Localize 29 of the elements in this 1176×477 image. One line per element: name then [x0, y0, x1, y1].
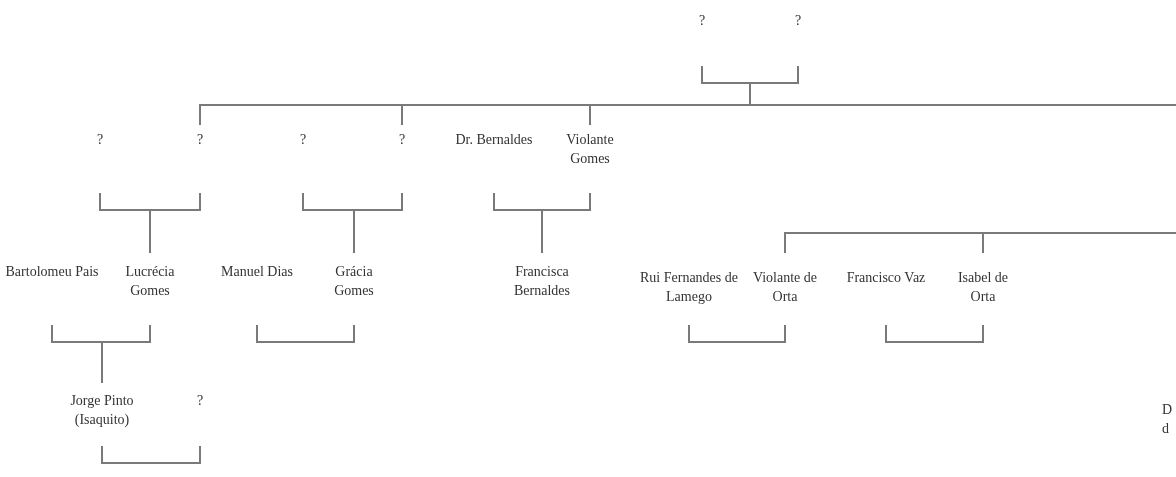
family-line	[101, 445, 201, 464]
person-name: Jorge Pinto (Isaquito)	[69, 392, 135, 429]
person-name: D d	[1162, 401, 1174, 438]
person-name: Lucrécia Gomes	[124, 263, 176, 300]
person-name: ?	[698, 12, 706, 30]
person-name: Grácia Gomes	[333, 263, 375, 300]
person-name: ?	[96, 131, 104, 149]
person-name: Manuel Dias	[221, 263, 293, 281]
family-line	[353, 192, 403, 254]
family-line	[885, 324, 984, 343]
person-name: Dr. Bernaldes	[455, 131, 533, 149]
person-name: ?	[299, 131, 307, 149]
family-line	[982, 232, 1176, 254]
person-name: ?	[196, 392, 204, 410]
person-name: Bartolomeu Pais	[5, 263, 99, 281]
person-name: Violante de Orta	[751, 269, 819, 306]
person-name: Francisca Bernaldes	[513, 263, 571, 300]
person-name: Isabel de Orta	[956, 269, 1010, 306]
person-name: Francisco Vaz	[846, 269, 926, 287]
person-name: ?	[398, 131, 406, 149]
person-name: Violante Gomes	[565, 131, 615, 168]
person-name: ?	[794, 12, 802, 30]
family-line	[101, 324, 151, 384]
family-line	[688, 324, 786, 343]
person-name: ?	[196, 131, 204, 149]
family-line	[256, 324, 355, 343]
family-line	[149, 192, 201, 254]
person-name: Rui Fernandes de Lamego	[639, 269, 739, 306]
family-line	[541, 192, 591, 254]
